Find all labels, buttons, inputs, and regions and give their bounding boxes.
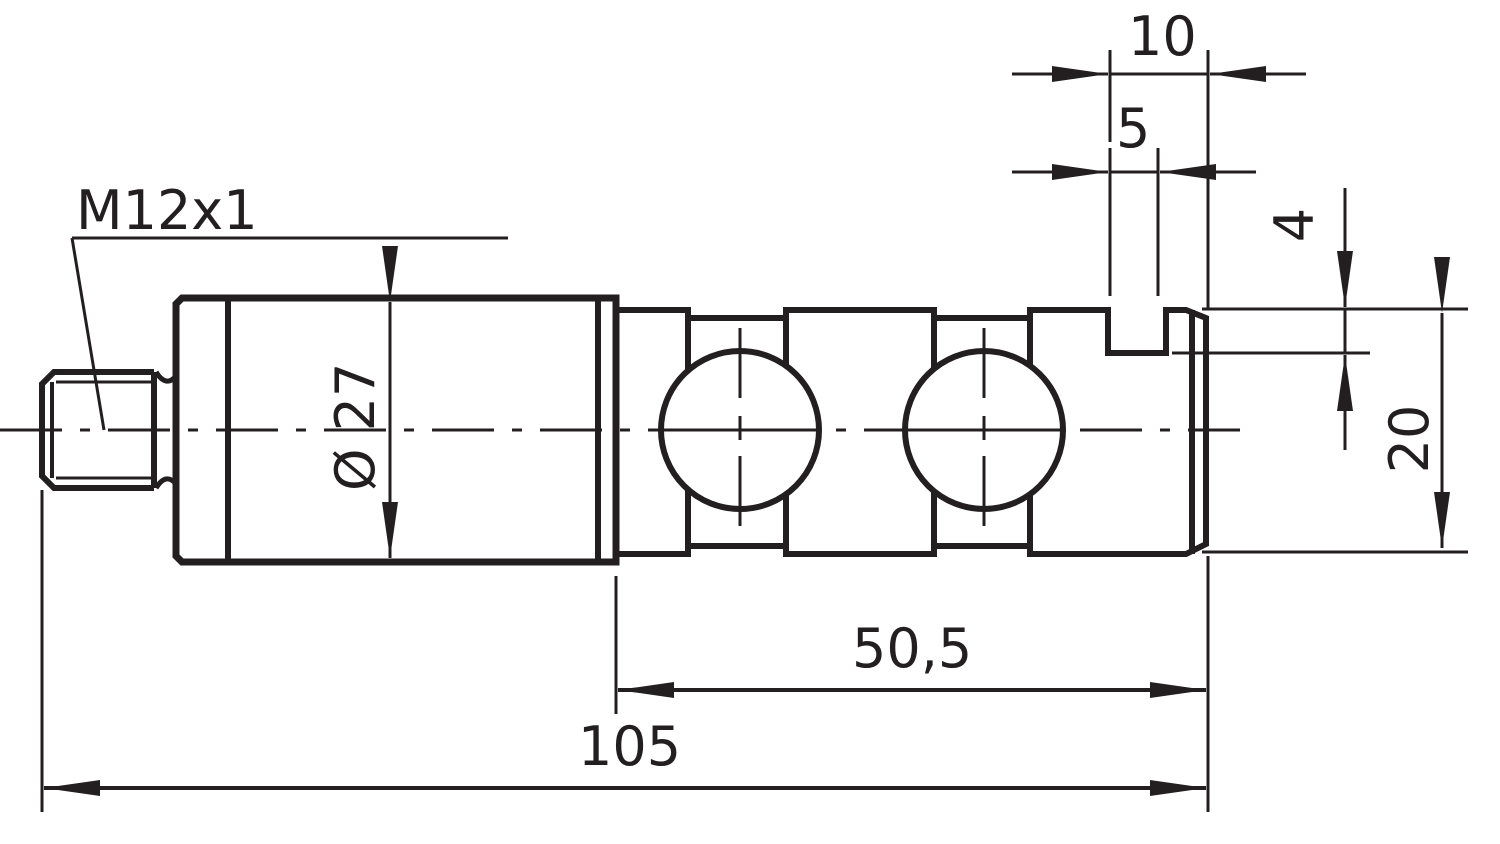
slot-depth-label: 4 <box>1263 207 1326 243</box>
front-length-label: 50,5 <box>852 617 973 680</box>
main-body <box>172 294 620 566</box>
slot-width-label: 5 <box>1116 97 1151 160</box>
overall-length-label: 105 <box>578 715 682 778</box>
thread-label: M12x1 <box>76 179 258 242</box>
sensor-head <box>616 307 1209 557</box>
thread-leader <box>70 236 508 431</box>
head-height-label: 20 <box>1378 404 1441 474</box>
thread-connector <box>39 369 178 491</box>
diameter-label: Ø 27 <box>324 362 387 491</box>
slot-outer-width-label: 10 <box>1128 5 1197 68</box>
